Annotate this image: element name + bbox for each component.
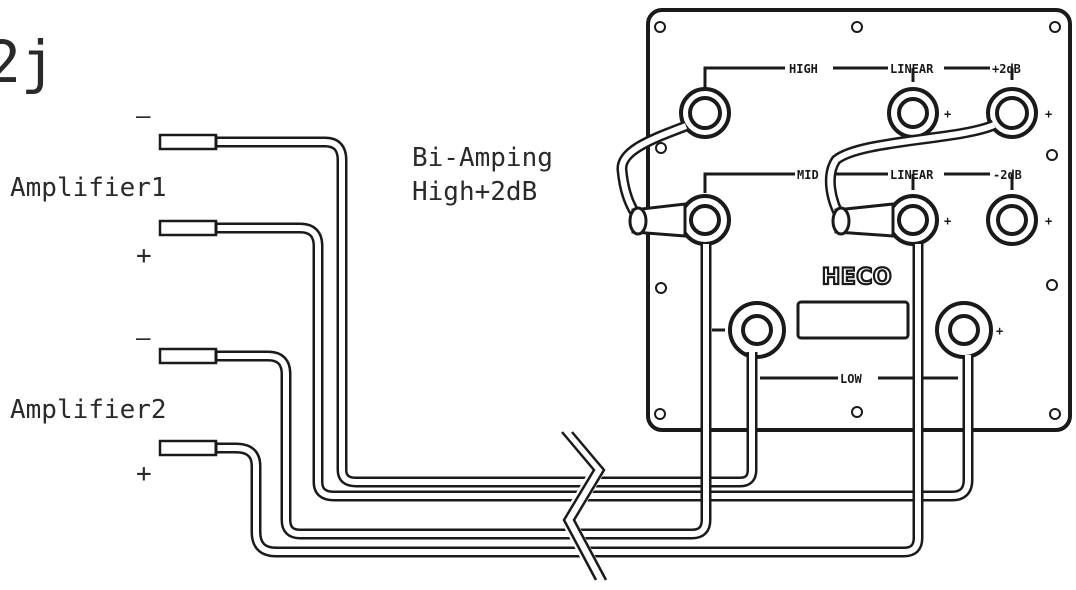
amp1-plus-sign: + — [136, 241, 152, 271]
plus-mid-2db: + — [1045, 214, 1052, 228]
mode-caption-line2: High+2dB — [412, 177, 537, 207]
label-high: HIGH — [789, 62, 818, 76]
label-minus-2db: -2dB — [993, 168, 1022, 182]
mounting-holes — [654, 21, 1061, 420]
label-plus-2db: +2dB — [992, 62, 1021, 76]
label-window — [796, 300, 910, 340]
terminal-mid-minus2db — [986, 194, 1038, 246]
terminal-high-plus2db — [986, 87, 1038, 139]
speaker-cables — [158, 133, 974, 558]
plus-low: + — [996, 324, 1003, 338]
figure-label: 2j — [0, 28, 56, 96]
mode-caption-line1: Bi-Amping — [412, 143, 553, 173]
terminal-high-linear — [887, 87, 939, 139]
terminal-low-plus — [935, 301, 993, 359]
amplifier1-label: Amplifier1 — [10, 173, 167, 203]
terminal-mid — [679, 194, 731, 246]
amplifier2-label: Amplifier2 — [10, 395, 167, 425]
label-mid: MID — [797, 168, 819, 182]
wire-tips — [158, 133, 218, 457]
terminal-high — [679, 87, 731, 139]
label-low: LOW — [840, 372, 862, 386]
heco-logo: HECO — [821, 262, 893, 291]
terminal-mid-linear — [887, 194, 939, 246]
cable-break-mark — [559, 427, 608, 584]
amp1-minus-sign: – — [136, 102, 151, 130]
jumper-bridges — [616, 119, 997, 238]
amp2-minus-sign: – — [136, 324, 151, 352]
plus-mid-linear: + — [944, 214, 951, 228]
amp2-plus-sign: + — [136, 459, 152, 489]
plus-high-2db: + — [1045, 107, 1052, 121]
label-linear-top: LINEAR — [890, 62, 934, 76]
plus-high-linear: + — [944, 107, 951, 121]
terminal-low-minus — [728, 301, 786, 359]
label-linear-mid: LINEAR — [890, 168, 934, 182]
brand-text: HECO — [822, 265, 892, 290]
